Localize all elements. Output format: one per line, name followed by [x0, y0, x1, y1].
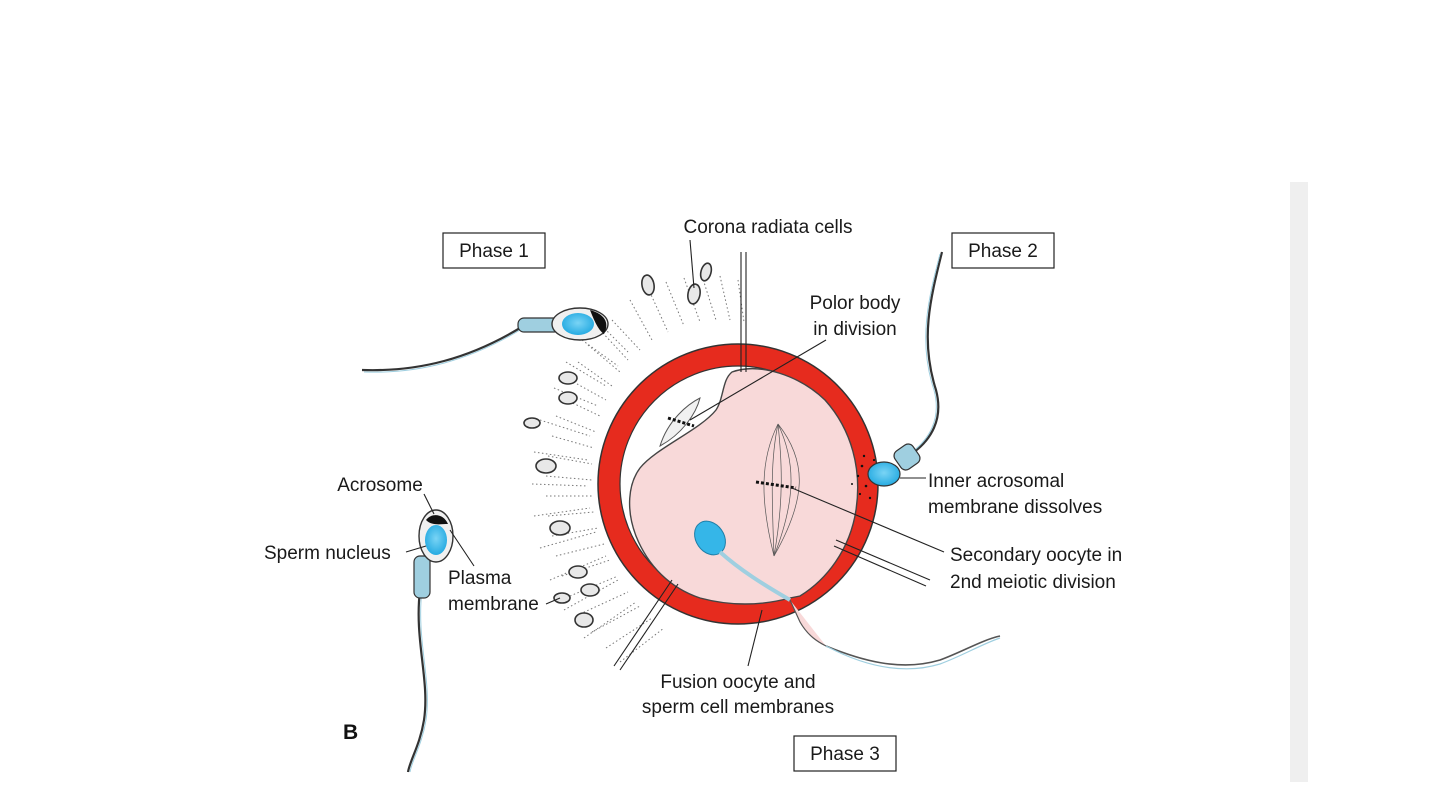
- label-fusion-1: Fusion oocyte and: [660, 672, 815, 693]
- phase1-label: Phase 1: [459, 241, 529, 262]
- label-corona-radiata: Corona radiata cells: [684, 217, 853, 238]
- label-fusion-2: sperm cell membranes: [642, 697, 834, 718]
- corona-radiata-strands: [531, 275, 745, 663]
- label-polar-body-2: in division: [813, 319, 896, 340]
- panel-letter: B: [343, 721, 358, 744]
- label-plasma-1: Plasma: [448, 568, 512, 589]
- phase1-box: Phase 1: [442, 232, 546, 269]
- polar-body-spindle: [659, 397, 701, 448]
- corona-radiata-cells: [523, 262, 713, 628]
- label-acrosome: Acrosome: [337, 475, 423, 496]
- label-plasma-2: membrane: [448, 594, 539, 615]
- phase3-label: Phase 3: [810, 744, 880, 765]
- incorporated-sperm: [694, 520, 1001, 670]
- secondary-oocyte: [628, 368, 859, 605]
- label-sperm-nucleus: Sperm nucleus: [264, 543, 391, 564]
- meiotic-spindle: [755, 423, 800, 557]
- label-secondary-oocyte-1: Secondary oocyte in: [950, 545, 1122, 566]
- label-secondary-oocyte-2: 2nd meiotic division: [950, 572, 1116, 593]
- sperm-labeled: [406, 509, 454, 773]
- label-inner-acrosomal-1: Inner acrosomal: [928, 471, 1064, 492]
- scrollbar-track[interactable]: [1290, 182, 1308, 782]
- label-inner-acrosomal-2: membrane dissolves: [928, 497, 1102, 518]
- phase2-label: Phase 2: [968, 241, 1038, 262]
- leader-lines: [405, 239, 945, 671]
- phase3-box: Phase 3: [793, 735, 897, 772]
- sperm-phase2: [851, 251, 944, 500]
- phase2-box: Phase 2: [951, 232, 1055, 269]
- sperm-phase1: [361, 307, 609, 373]
- label-polar-body-1: Polor body: [810, 293, 901, 314]
